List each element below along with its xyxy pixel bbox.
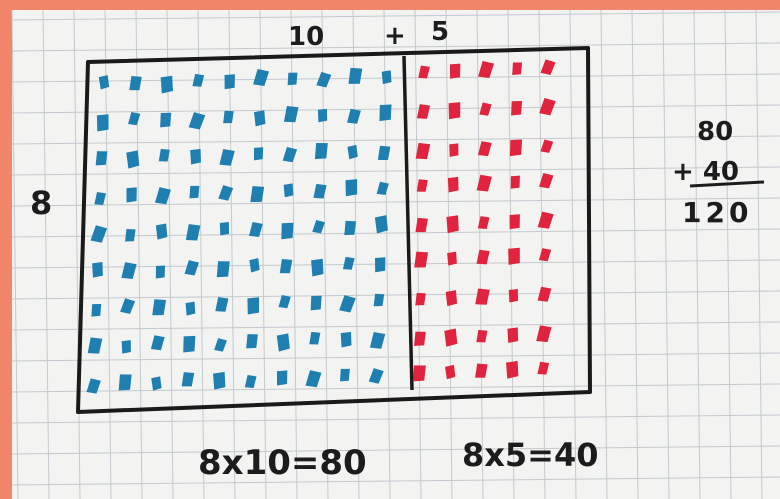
ones-label: 5: [431, 17, 449, 47]
sum-result: 120: [682, 196, 752, 229]
equation-right: 8x5=40: [462, 436, 599, 474]
equation-left: 8x10=80: [198, 443, 367, 483]
tens-label: 10: [288, 22, 324, 52]
plus-label: +: [384, 21, 406, 51]
side-label: 8: [30, 184, 52, 222]
sum-line1: 80: [697, 117, 733, 147]
graph-paper: [12, 10, 780, 499]
